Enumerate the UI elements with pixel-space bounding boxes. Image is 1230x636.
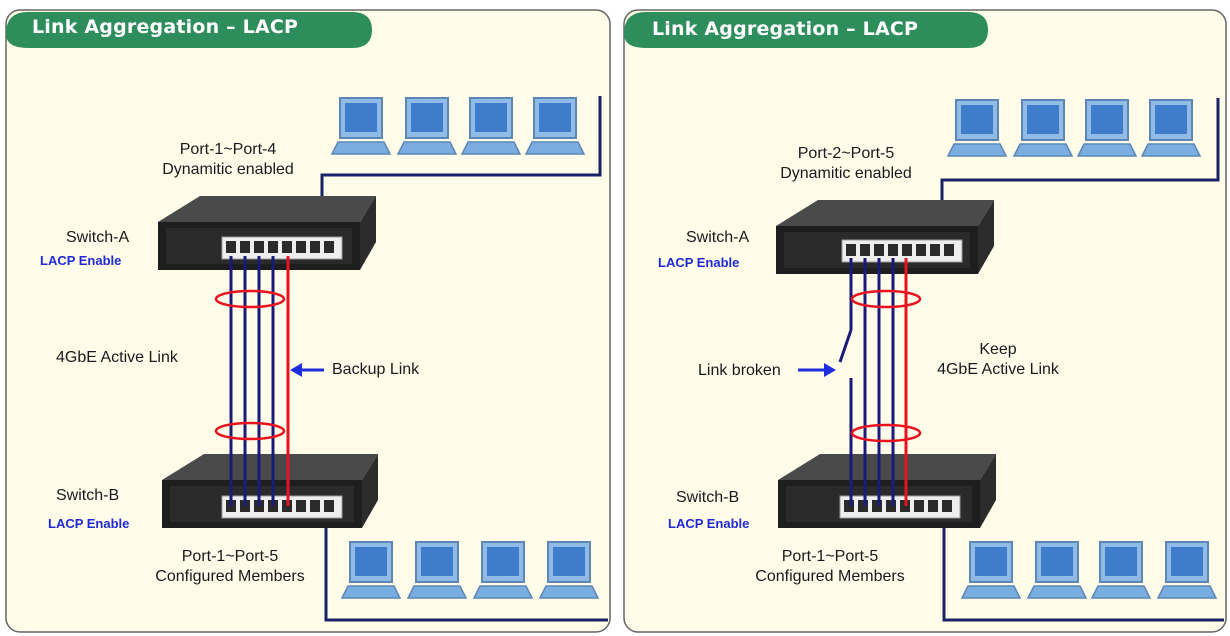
panel-frame	[5, 9, 611, 633]
keep-active-link-label: Keep 4GbE Active Link	[918, 340, 1078, 380]
switch-b-lacp-label: LACP Enable	[48, 516, 130, 531]
computer-icon	[960, 541, 1022, 599]
computer-icon	[1090, 541, 1152, 599]
switch-b-label: Switch-B	[56, 487, 120, 504]
switch-b-lacp-label: LACP Enable	[668, 516, 750, 531]
switch-a-lacp-label: LACP Enable	[40, 253, 122, 268]
computer-icon	[524, 97, 586, 155]
switch-b-icon	[778, 454, 996, 528]
bottom-computer-group	[340, 541, 600, 599]
top-computer-group	[330, 97, 586, 155]
title-tab	[6, 12, 372, 48]
right-diagram	[623, 9, 1227, 633]
keep-line1: Keep	[979, 341, 1017, 358]
computer-icon	[1012, 99, 1074, 157]
computer-icon	[538, 541, 600, 599]
computer-icon	[946, 99, 1008, 157]
left-diagram	[5, 9, 611, 633]
right-panel: Link Aggregation – LACP Port-2~Port-5 Dy…	[618, 0, 1230, 636]
bottom-ports-label: Port-1~Port-5 Configured Members	[740, 547, 920, 587]
switch-b-icon	[162, 454, 378, 528]
aggregation-ring-icon	[850, 423, 922, 443]
computer-icon	[330, 97, 392, 155]
bottom-ports-line2: Configured Members	[155, 568, 305, 585]
link-broken-label: Link broken	[698, 362, 781, 379]
backup-link-label: Backup Link	[332, 361, 420, 378]
computer-icon	[460, 97, 522, 155]
computer-icon	[340, 541, 402, 599]
top-ports-label: Port-1~Port-4 Dynamitic enabled	[140, 140, 316, 180]
computer-icon	[406, 541, 468, 599]
keep-line2: 4GbE Active Link	[937, 361, 1059, 378]
arrow-icon	[798, 363, 836, 377]
switch-a-label: Switch-A	[66, 229, 130, 246]
aggregation-ring-icon	[214, 289, 286, 309]
aggregation-ring-icon	[850, 289, 922, 309]
aggregated-cables	[229, 256, 290, 506]
switch-a-icon	[776, 200, 994, 274]
switch-a-label: Switch-A	[686, 229, 750, 246]
computer-icon	[1156, 541, 1218, 599]
top-ports-line1: Port-2~Port-5	[797, 145, 895, 162]
bottom-ports-line1: Port-1~Port-5	[181, 548, 279, 565]
computer-icon	[1140, 99, 1202, 157]
bottom-ports-label: Port-1~Port-5 Configured Members	[140, 547, 320, 587]
aggregated-cables	[838, 258, 908, 506]
title-tab	[624, 12, 988, 48]
bottom-ports-line1: Port-1~Port-5	[781, 548, 879, 565]
computer-icon	[396, 97, 458, 155]
top-ports-line1: Port-1~Port-4	[179, 141, 277, 158]
top-ports-line2: Dynamitic enabled	[780, 165, 912, 182]
panel-frame	[623, 9, 1227, 633]
bottom-uplink	[324, 508, 608, 622]
broken-cable-upper-bent	[838, 329, 853, 363]
panel-title: Link Aggregation – LACP	[32, 16, 299, 38]
top-computer-group	[946, 99, 1202, 157]
computer-icon	[1076, 99, 1138, 157]
panel-title: Link Aggregation – LACP	[652, 18, 919, 40]
switch-a-lacp-label: LACP Enable	[658, 255, 740, 270]
aggregation-ring-icon	[214, 421, 286, 441]
switch-b-label: Switch-B	[676, 489, 740, 506]
left-panel: Link Aggregation – LACP Port-1~Port-4 Dy…	[0, 0, 614, 636]
bottom-uplink	[942, 508, 1224, 622]
active-link-label: 4GbE Active Link	[56, 349, 178, 366]
bottom-ports-line2: Configured Members	[755, 568, 905, 585]
computer-icon	[1026, 541, 1088, 599]
computer-icon	[472, 541, 534, 599]
top-ports-line2: Dynamitic enabled	[162, 161, 294, 178]
switch-a-icon	[158, 196, 376, 270]
bottom-computer-group	[960, 541, 1218, 599]
arrow-icon	[290, 363, 324, 377]
top-ports-label: Port-2~Port-5 Dynamitic enabled	[758, 144, 934, 184]
